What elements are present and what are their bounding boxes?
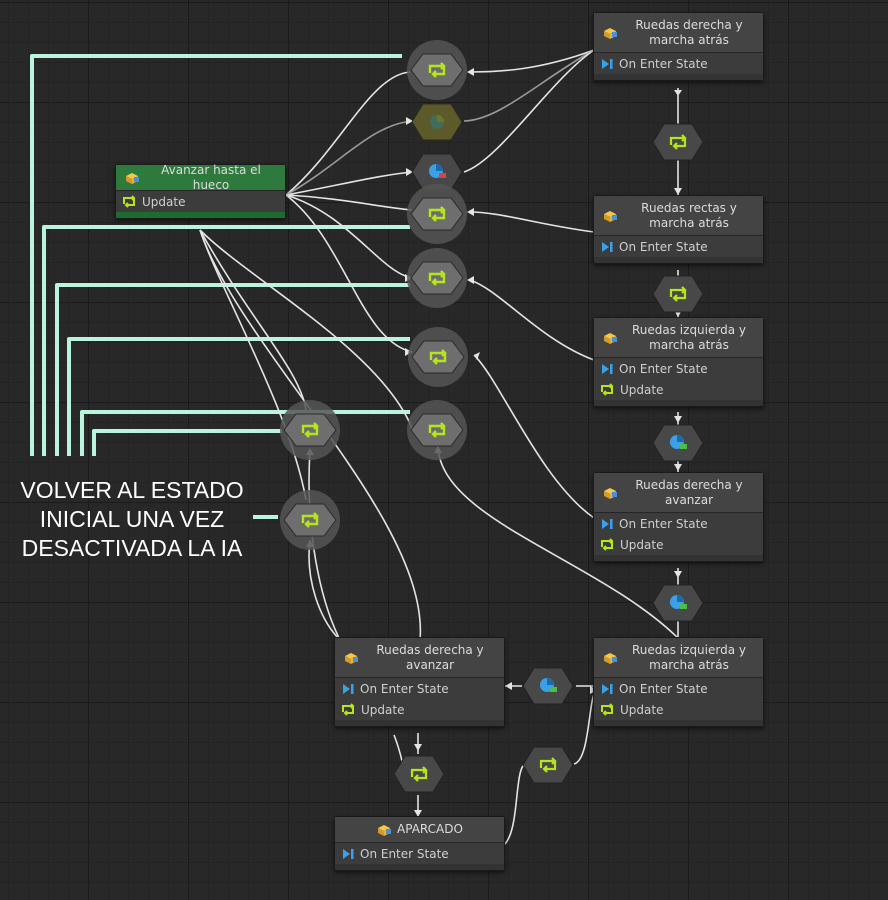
annotation-text: VOLVER AL ESTADO INICIAL UNA VEZ DESACTI… <box>20 477 244 561</box>
state-title: Avanzar hasta el hueco <box>161 162 261 192</box>
transition-loop-icon <box>301 512 319 528</box>
state-header[interactable]: Ruedas derecha y avanzar <box>594 473 763 513</box>
state-box-icon <box>604 652 617 664</box>
update-loop-icon <box>601 703 614 716</box>
event-row-update[interactable]: Update <box>594 534 763 555</box>
state-node-active[interactable]: Avanzar hasta el hueco Update <box>115 162 286 219</box>
update-loop-icon <box>342 703 355 716</box>
enter-state-icon <box>602 241 613 252</box>
condition-node[interactable] <box>522 666 574 706</box>
event-row-update[interactable]: Update <box>116 191 285 212</box>
highlight-lines <box>30 54 410 519</box>
condition-icon <box>670 435 687 449</box>
transition-loop-icon <box>669 286 687 302</box>
state-title: APARCADO <box>397 822 463 836</box>
event-row-enter[interactable]: On Enter State <box>594 358 763 379</box>
state-header[interactable]: Ruedas izquierda y marcha atrás <box>594 638 763 678</box>
update-loop-icon <box>601 383 614 396</box>
transition-loop-icon <box>410 766 428 782</box>
state-box-icon <box>604 210 617 222</box>
event-row-enter[interactable]: On Enter State <box>594 53 763 74</box>
transition-loop-icon <box>428 62 446 78</box>
event-row-enter[interactable]: On Enter State <box>594 678 763 699</box>
state-node[interactable]: Ruedas derecha y avanzar On Enter State … <box>593 472 764 562</box>
state-title: Ruedas izquierda y marcha atrás <box>631 642 746 672</box>
state-node[interactable]: Ruedas izquierda y marcha atrás On Enter… <box>593 317 764 407</box>
state-box-icon <box>378 824 392 836</box>
transition-node[interactable] <box>652 274 704 314</box>
state-node[interactable]: Ruedas rectas y marcha atrás On Enter St… <box>593 195 764 264</box>
state-node[interactable]: Ruedas izquierda y marcha atrás On Enter… <box>593 637 764 727</box>
event-row-enter[interactable]: On Enter State <box>594 513 763 534</box>
transition-loop-icon <box>301 422 319 438</box>
state-title: Ruedas derecha y avanzar <box>635 477 743 507</box>
condition-icon <box>670 595 687 609</box>
state-title: Ruedas izquierda y marcha atrás <box>631 322 746 352</box>
event-row-enter[interactable]: On Enter State <box>335 843 504 864</box>
enter-state-icon <box>602 518 613 529</box>
transition-node[interactable] <box>405 246 469 310</box>
transition-loop-icon <box>428 206 446 222</box>
event-row-update[interactable]: Update <box>594 699 763 720</box>
enter-state-icon <box>602 363 613 374</box>
event-row-update[interactable]: Update <box>594 379 763 400</box>
event-row-enter[interactable]: On Enter State <box>335 678 504 699</box>
transition-loop-icon <box>669 134 687 150</box>
condition-icon <box>430 115 444 129</box>
transition-loop-icon <box>429 349 447 365</box>
transition-node[interactable] <box>405 38 469 102</box>
state-header[interactable]: Ruedas derecha y marcha atrás <box>594 13 763 53</box>
transition-loop-icon <box>428 422 446 438</box>
transition-loop-icon <box>539 757 557 773</box>
transition-node[interactable] <box>278 488 342 552</box>
update-loop-icon <box>123 195 136 208</box>
state-node[interactable]: APARCADO On Enter State <box>334 816 505 871</box>
state-title: Ruedas derecha y marcha atrás <box>635 17 743 47</box>
state-box-icon <box>126 172 139 184</box>
condition-node[interactable] <box>652 583 704 623</box>
state-box-icon <box>604 332 617 344</box>
state-title: Ruedas rectas y marcha atrás <box>641 200 737 230</box>
state-header[interactable]: APARCADO <box>335 817 504 843</box>
enter-state-icon <box>343 848 354 859</box>
state-node[interactable]: Ruedas derecha y avanzar On Enter State … <box>334 637 505 727</box>
transition-node[interactable] <box>406 325 470 389</box>
state-box-icon <box>604 487 617 499</box>
state-node[interactable]: Ruedas derecha y marcha atrás On Enter S… <box>593 12 764 81</box>
transition-node[interactable] <box>652 122 704 162</box>
state-header[interactable]: Ruedas rectas y marcha atrás <box>594 196 763 236</box>
enter-state-icon <box>602 58 613 69</box>
condition-icon <box>429 164 446 178</box>
transition-node[interactable] <box>405 182 469 246</box>
state-header[interactable]: Ruedas derecha y avanzar <box>335 638 504 678</box>
transition-node[interactable] <box>522 745 574 785</box>
event-row-enter[interactable]: On Enter State <box>594 236 763 257</box>
state-header[interactable]: Avanzar hasta el hueco <box>116 162 285 192</box>
state-box-icon <box>345 652 358 664</box>
update-loop-icon <box>601 538 614 551</box>
transition-node[interactable] <box>393 754 445 794</box>
condition-node[interactable] <box>411 152 463 192</box>
state-title: Ruedas derecha y avanzar <box>376 642 484 672</box>
condition-node[interactable] <box>652 423 704 463</box>
transition-node-disabled[interactable] <box>411 102 463 142</box>
transition-loop-icon <box>428 270 446 286</box>
transition-node[interactable] <box>405 398 469 462</box>
state-header[interactable]: Ruedas izquierda y marcha atrás <box>594 318 763 358</box>
transition-node[interactable] <box>278 398 342 462</box>
event-row-update[interactable]: Update <box>335 699 504 720</box>
enter-state-icon <box>602 683 613 694</box>
enter-state-icon <box>343 683 354 694</box>
condition-icon <box>540 678 557 692</box>
state-box-icon <box>604 27 617 39</box>
